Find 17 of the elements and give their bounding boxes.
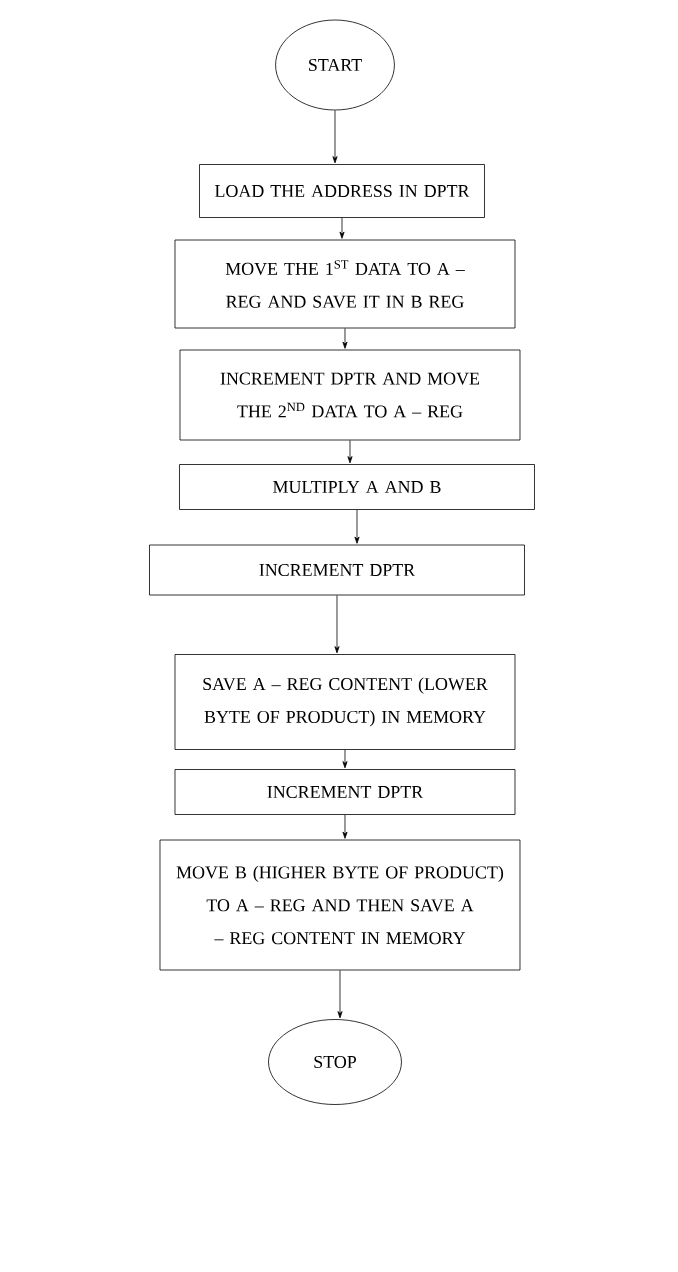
process-box: MOVE B (HIGHER BYTE OF PRODUCT) TO A – REG AND THEN SAVE A – REG CONTENT IN MEMORY bbox=[159, 839, 521, 971]
arrow bbox=[342, 814, 348, 839]
arrow bbox=[332, 110, 338, 164]
arrow bbox=[342, 328, 348, 349]
process-box: LOAD THE ADDRESS IN DPTR bbox=[199, 164, 485, 218]
arrow bbox=[339, 217, 345, 239]
arrow bbox=[342, 749, 348, 769]
arrow bbox=[334, 595, 340, 654]
arrow bbox=[347, 440, 353, 464]
arrow bbox=[354, 509, 360, 544]
process-box: MULTIPLY A AND B bbox=[179, 464, 535, 510]
process-box: INCREMENT DPTR bbox=[174, 769, 516, 815]
process-box: INCREMENT DPTR AND MOVE THE 2$^{ND}$ DATA TO A – REG bbox=[179, 349, 521, 441]
process-box: MOVE THE 1$^{ST}$ DATA TO A – REG AND SAVE IT IN B REG bbox=[174, 239, 516, 329]
process-box: SAVE A – REG CONTENT (LOWER BYTE OF PRODUCT) IN MEMORY bbox=[174, 654, 516, 750]
process-box: INCREMENT DPTR bbox=[149, 544, 525, 596]
arrow bbox=[337, 970, 343, 1019]
